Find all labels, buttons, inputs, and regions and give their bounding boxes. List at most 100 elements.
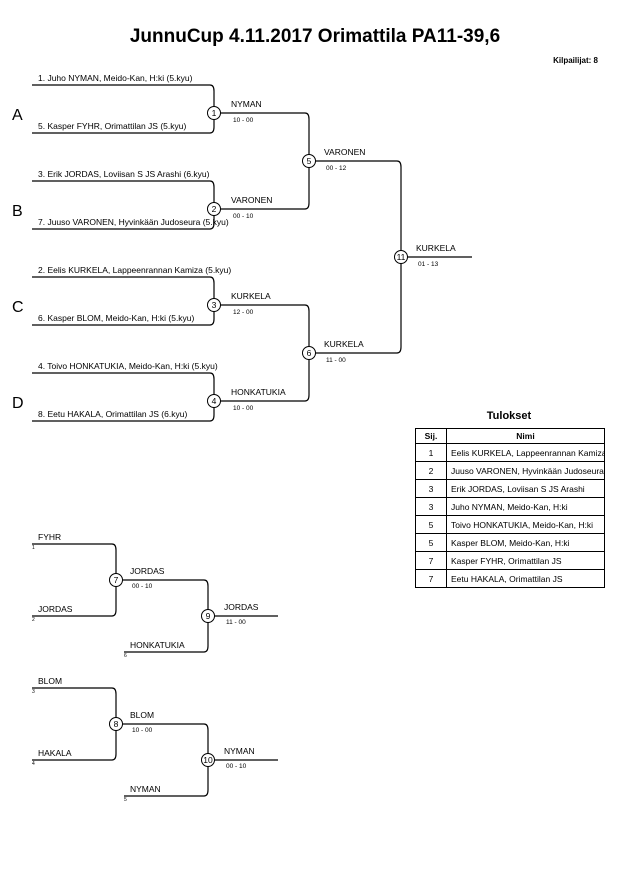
match-score: 00 - 10	[233, 213, 254, 220]
entrant-line	[32, 113, 215, 134]
entrant-line	[32, 401, 215, 422]
repechage-line	[32, 543, 117, 580]
bronze-score: 00 - 10	[226, 763, 247, 770]
result-position: 5	[415, 515, 447, 534]
match-score: 12 - 00	[233, 309, 254, 316]
match-number: 1	[212, 108, 217, 118]
match-circle	[201, 753, 215, 767]
bronze-winner: NYMAN	[224, 746, 255, 756]
repechage-entrant: BLOM	[38, 676, 62, 686]
match-winner: KURKELA	[324, 339, 364, 349]
bronze-winner: JORDAS	[224, 602, 259, 612]
repechage-line	[32, 687, 117, 724]
pool-label-c: C	[12, 299, 24, 316]
match-score: 00 - 12	[326, 165, 347, 172]
bracket-line	[214, 304, 310, 353]
repechage-entrant: JORDAS	[38, 604, 73, 614]
repechage-seed: 1	[32, 545, 35, 551]
results-header-name: Nimi	[446, 428, 605, 444]
results-header-row: Sij. Nimi	[415, 428, 605, 444]
repechage-seed: 2	[32, 617, 35, 623]
result-name: Kasper BLOM, Meido-Kan, H:ki	[446, 533, 605, 552]
bracket-line	[214, 353, 310, 402]
result-position: 7	[415, 551, 447, 570]
match-number: 4	[212, 396, 217, 406]
entrant-line	[32, 276, 215, 305]
repechage-seed: 5	[124, 797, 127, 803]
result-position: 5	[415, 533, 447, 552]
entrant-name: 2. Eelis KURKELA, Lappeenrannan Kamiza (…	[38, 265, 231, 275]
repechage-entrant: HONKATUKIA	[130, 640, 185, 650]
final-winner: KURKELA	[416, 243, 456, 253]
repechage-line	[124, 616, 209, 653]
result-name: Eelis KURKELA, Lappeenrannan Kamiza	[446, 443, 605, 462]
repechage-score: 10 - 00	[132, 727, 153, 734]
match-score: 11 - 00	[326, 357, 346, 364]
match-number: 3	[212, 300, 217, 310]
entrant-name: 6. Kasper BLOM, Meido-Kan, H:ki (5.kyu)	[38, 313, 195, 323]
match-winner: KURKELA	[231, 291, 271, 301]
result-position: 1	[415, 443, 447, 462]
entrant-name: 4. Toivo HONKATUKIA, Meido-Kan, H:ki (5.…	[38, 361, 218, 371]
repechage-match-number: 7	[114, 575, 119, 585]
entrant-line	[32, 180, 215, 209]
repechage-line	[116, 723, 209, 760]
repechage-entrant: HAKALA	[38, 748, 72, 758]
bronze-match-number: 10	[203, 755, 213, 765]
result-position: 2	[415, 461, 447, 480]
result-name: Juho NYMAN, Meido-Kan, H:ki	[446, 497, 605, 516]
match-number: 2	[212, 204, 217, 214]
result-name: Eetu HAKALA, Orimattilan JS	[446, 569, 605, 588]
match-winner: HONKATUKIA	[231, 387, 286, 397]
bronze-score: 11 - 00	[226, 619, 246, 626]
repechage-seed: 4	[32, 761, 35, 767]
repechage-match-number: 8	[114, 719, 119, 729]
repechage-entrant: NYMAN	[130, 784, 161, 794]
match-circle	[207, 394, 221, 408]
results-title: Tulokset	[486, 410, 532, 422]
repechage-seed: 3	[32, 689, 35, 695]
match-winner: VARONEN	[324, 147, 365, 157]
entrant-name: 3. Erik JORDAS, Loviisan S JS Arashi (6.…	[38, 169, 210, 179]
repechage-winner: BLOM	[130, 710, 154, 720]
final-match-number: 11	[397, 252, 406, 262]
pool-label-d: D	[12, 395, 24, 412]
repechage-score: 00 - 10	[132, 583, 153, 590]
bracket-line	[309, 160, 402, 257]
repechage-line	[116, 579, 209, 616]
result-position: 7	[415, 569, 447, 588]
match-circle	[394, 250, 408, 264]
repechage-entrant: FYHR	[38, 532, 61, 542]
page-title: JunnuCup 4.11.2017 Orimattila PA11-39,6	[129, 26, 501, 47]
entrant-name: 8. Eetu HAKALA, Orimattilan JS (6.kyu)	[38, 409, 187, 419]
pool-label-b: B	[12, 203, 23, 220]
repechage-winner: JORDAS	[130, 566, 165, 576]
final-score: 01 - 13	[418, 261, 439, 268]
match-number: 6	[307, 348, 312, 358]
entrant-line	[32, 84, 215, 113]
result-name: Juuso VARONEN, Hyvinkään Judoseura	[446, 461, 605, 480]
match-circle	[207, 202, 221, 216]
result-position: 3	[415, 497, 447, 516]
match-number: 5	[307, 156, 312, 166]
repechage-seed: 6	[124, 653, 127, 659]
entrant-name: 7. Juuso VARONEN, Hyvinkään Judoseura (5…	[38, 217, 229, 227]
result-name: Toivo HONKATUKIA, Meido-Kan, H:ki	[446, 515, 605, 534]
match-circle	[207, 106, 221, 120]
result-name: Erik JORDAS, Loviisan S JS Arashi	[446, 479, 605, 498]
entrant-line	[32, 305, 215, 326]
result-name: Kasper FYHR, Orimattilan JS	[446, 551, 605, 570]
entrant-line	[32, 372, 215, 401]
repechage-line	[32, 580, 117, 617]
match-score: 10 - 00	[233, 117, 254, 124]
bracket-line	[309, 257, 402, 354]
match-winner: VARONEN	[231, 195, 272, 205]
